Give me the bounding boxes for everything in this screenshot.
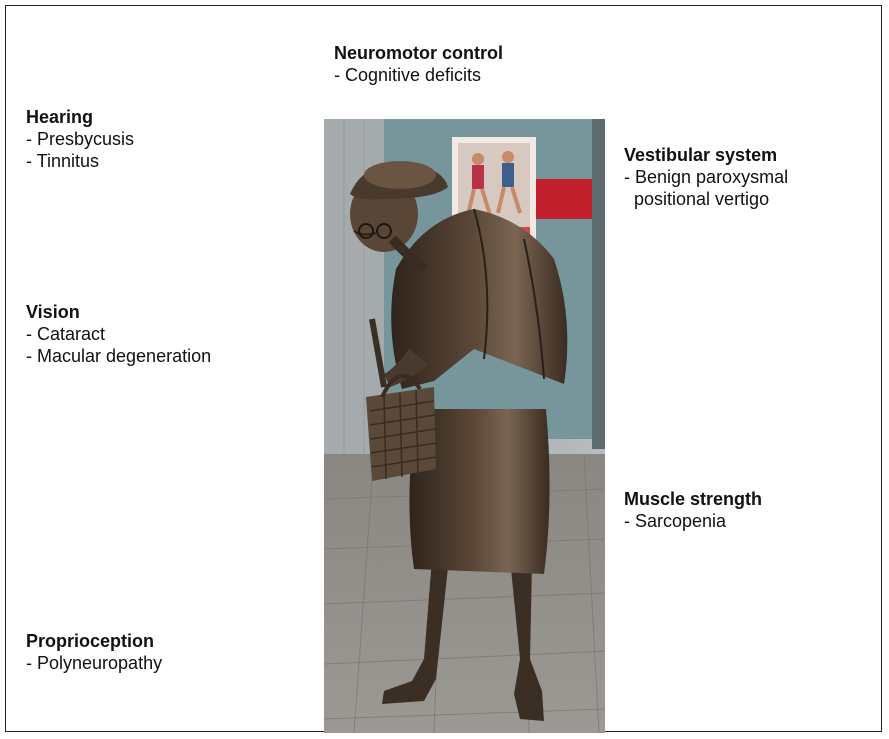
label-muscle-strength: Muscle strength - Sarcopenia	[624, 488, 762, 532]
label-title: Vision	[26, 301, 211, 323]
label-item: - Cataract	[26, 323, 211, 345]
label-item: - Sarcopenia	[624, 510, 762, 532]
statue-photo	[324, 119, 605, 733]
label-item: - Presbycusis	[26, 128, 134, 150]
label-hearing: Hearing - Presbycusis - Tinnitus	[26, 106, 134, 172]
label-title: Hearing	[26, 106, 134, 128]
label-vestibular-system: Vestibular system - Benign paroxysmal po…	[624, 144, 788, 210]
label-title: Muscle strength	[624, 488, 762, 510]
statue-illustration	[324, 119, 605, 733]
red-band	[529, 179, 592, 219]
label-neuromotor-control: Neuromotor control - Cognitive deficits	[334, 42, 503, 86]
label-item: - Cognitive deficits	[334, 64, 503, 86]
label-item: - Tinnitus	[26, 150, 134, 172]
label-item: - Polyneuropathy	[26, 652, 162, 674]
label-item: - Benign paroxysmal	[624, 166, 788, 188]
label-title: Neuromotor control	[334, 42, 503, 64]
label-title: Proprioception	[26, 630, 162, 652]
label-item: positional vertigo	[624, 188, 788, 210]
label-proprioception: Proprioception - Polyneuropathy	[26, 630, 162, 674]
label-vision: Vision - Cataract - Macular degeneration	[26, 301, 211, 367]
label-title: Vestibular system	[624, 144, 788, 166]
label-item: - Macular degeneration	[26, 345, 211, 367]
figure-frame: Neuromotor control - Cognitive deficits …	[5, 5, 882, 732]
